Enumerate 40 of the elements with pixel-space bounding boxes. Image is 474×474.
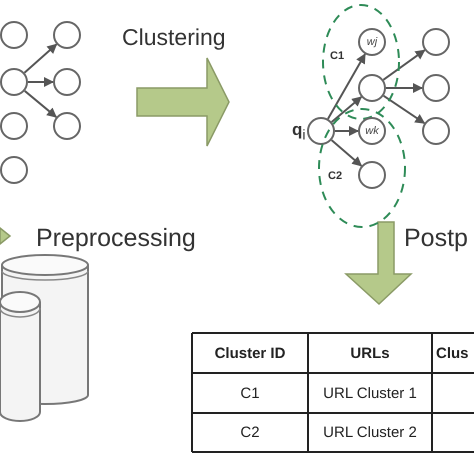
arrow (28, 77, 54, 87)
arrow (24, 44, 58, 74)
column-header: Clus (435, 344, 470, 364)
cluster-label: C1 (330, 50, 344, 62)
arrow (24, 90, 57, 118)
column-header: Cluster ID (214, 344, 286, 364)
table-cell-text: URL Cluster 1 (322, 384, 418, 404)
neuron-circle (422, 74, 450, 102)
neuron-circle (53, 21, 81, 49)
step-label: Clustering (122, 24, 226, 51)
node-label: q$_{i}$ (292, 120, 306, 144)
neuron-circle: wj (358, 28, 386, 56)
neuron-circle (53, 112, 81, 140)
neuron-circle (422, 117, 450, 145)
arrow (330, 139, 362, 167)
arrow (386, 83, 423, 93)
neuron-circle (307, 117, 335, 145)
step-label: Preprocessing (36, 224, 196, 253)
arrow (331, 96, 362, 123)
neuron-circle (0, 156, 28, 184)
arrow (383, 94, 426, 124)
arrow (382, 49, 426, 81)
arrow (335, 126, 359, 136)
neuron-circle (358, 74, 386, 102)
neuron-circle (358, 161, 386, 189)
step-label: Postp (404, 224, 468, 253)
neuron-circle (0, 21, 28, 49)
neuron-circle (422, 28, 450, 56)
table-cell-text: C1 (239, 384, 261, 404)
cluster-ellipse (322, 4, 400, 120)
neuron-circle: wk (358, 117, 386, 145)
column-header: URLs (349, 344, 391, 364)
cluster-label: C2 (328, 170, 342, 182)
table-cell-text: C2 (239, 423, 261, 443)
neuron-circle (0, 112, 28, 140)
table-cell-text: URL Cluster 2 (322, 423, 418, 443)
cluster-ellipse (318, 108, 406, 228)
arrow (327, 53, 366, 120)
neuron-circle (53, 68, 81, 96)
neuron-circle (0, 68, 28, 96)
